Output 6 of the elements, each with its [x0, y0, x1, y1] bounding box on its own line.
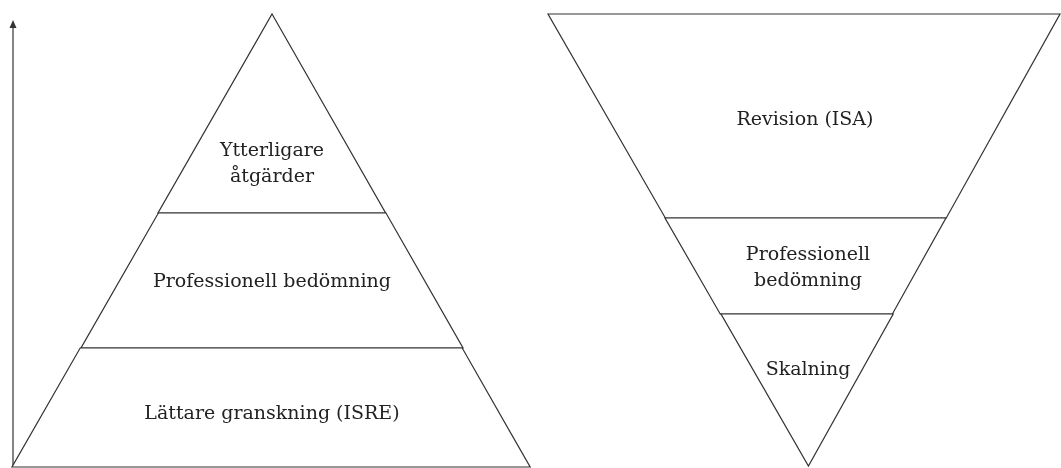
band-label: Lättare granskning (ISRE)	[143, 400, 401, 425]
band-label: Professionell bedömning	[151, 268, 392, 293]
band-label: Ytterligare åtgärder	[218, 137, 326, 188]
band-label: Skalning	[764, 356, 852, 381]
band-label: Professionell bedömning	[744, 241, 872, 292]
band-label: Revision (ISA)	[735, 106, 875, 131]
